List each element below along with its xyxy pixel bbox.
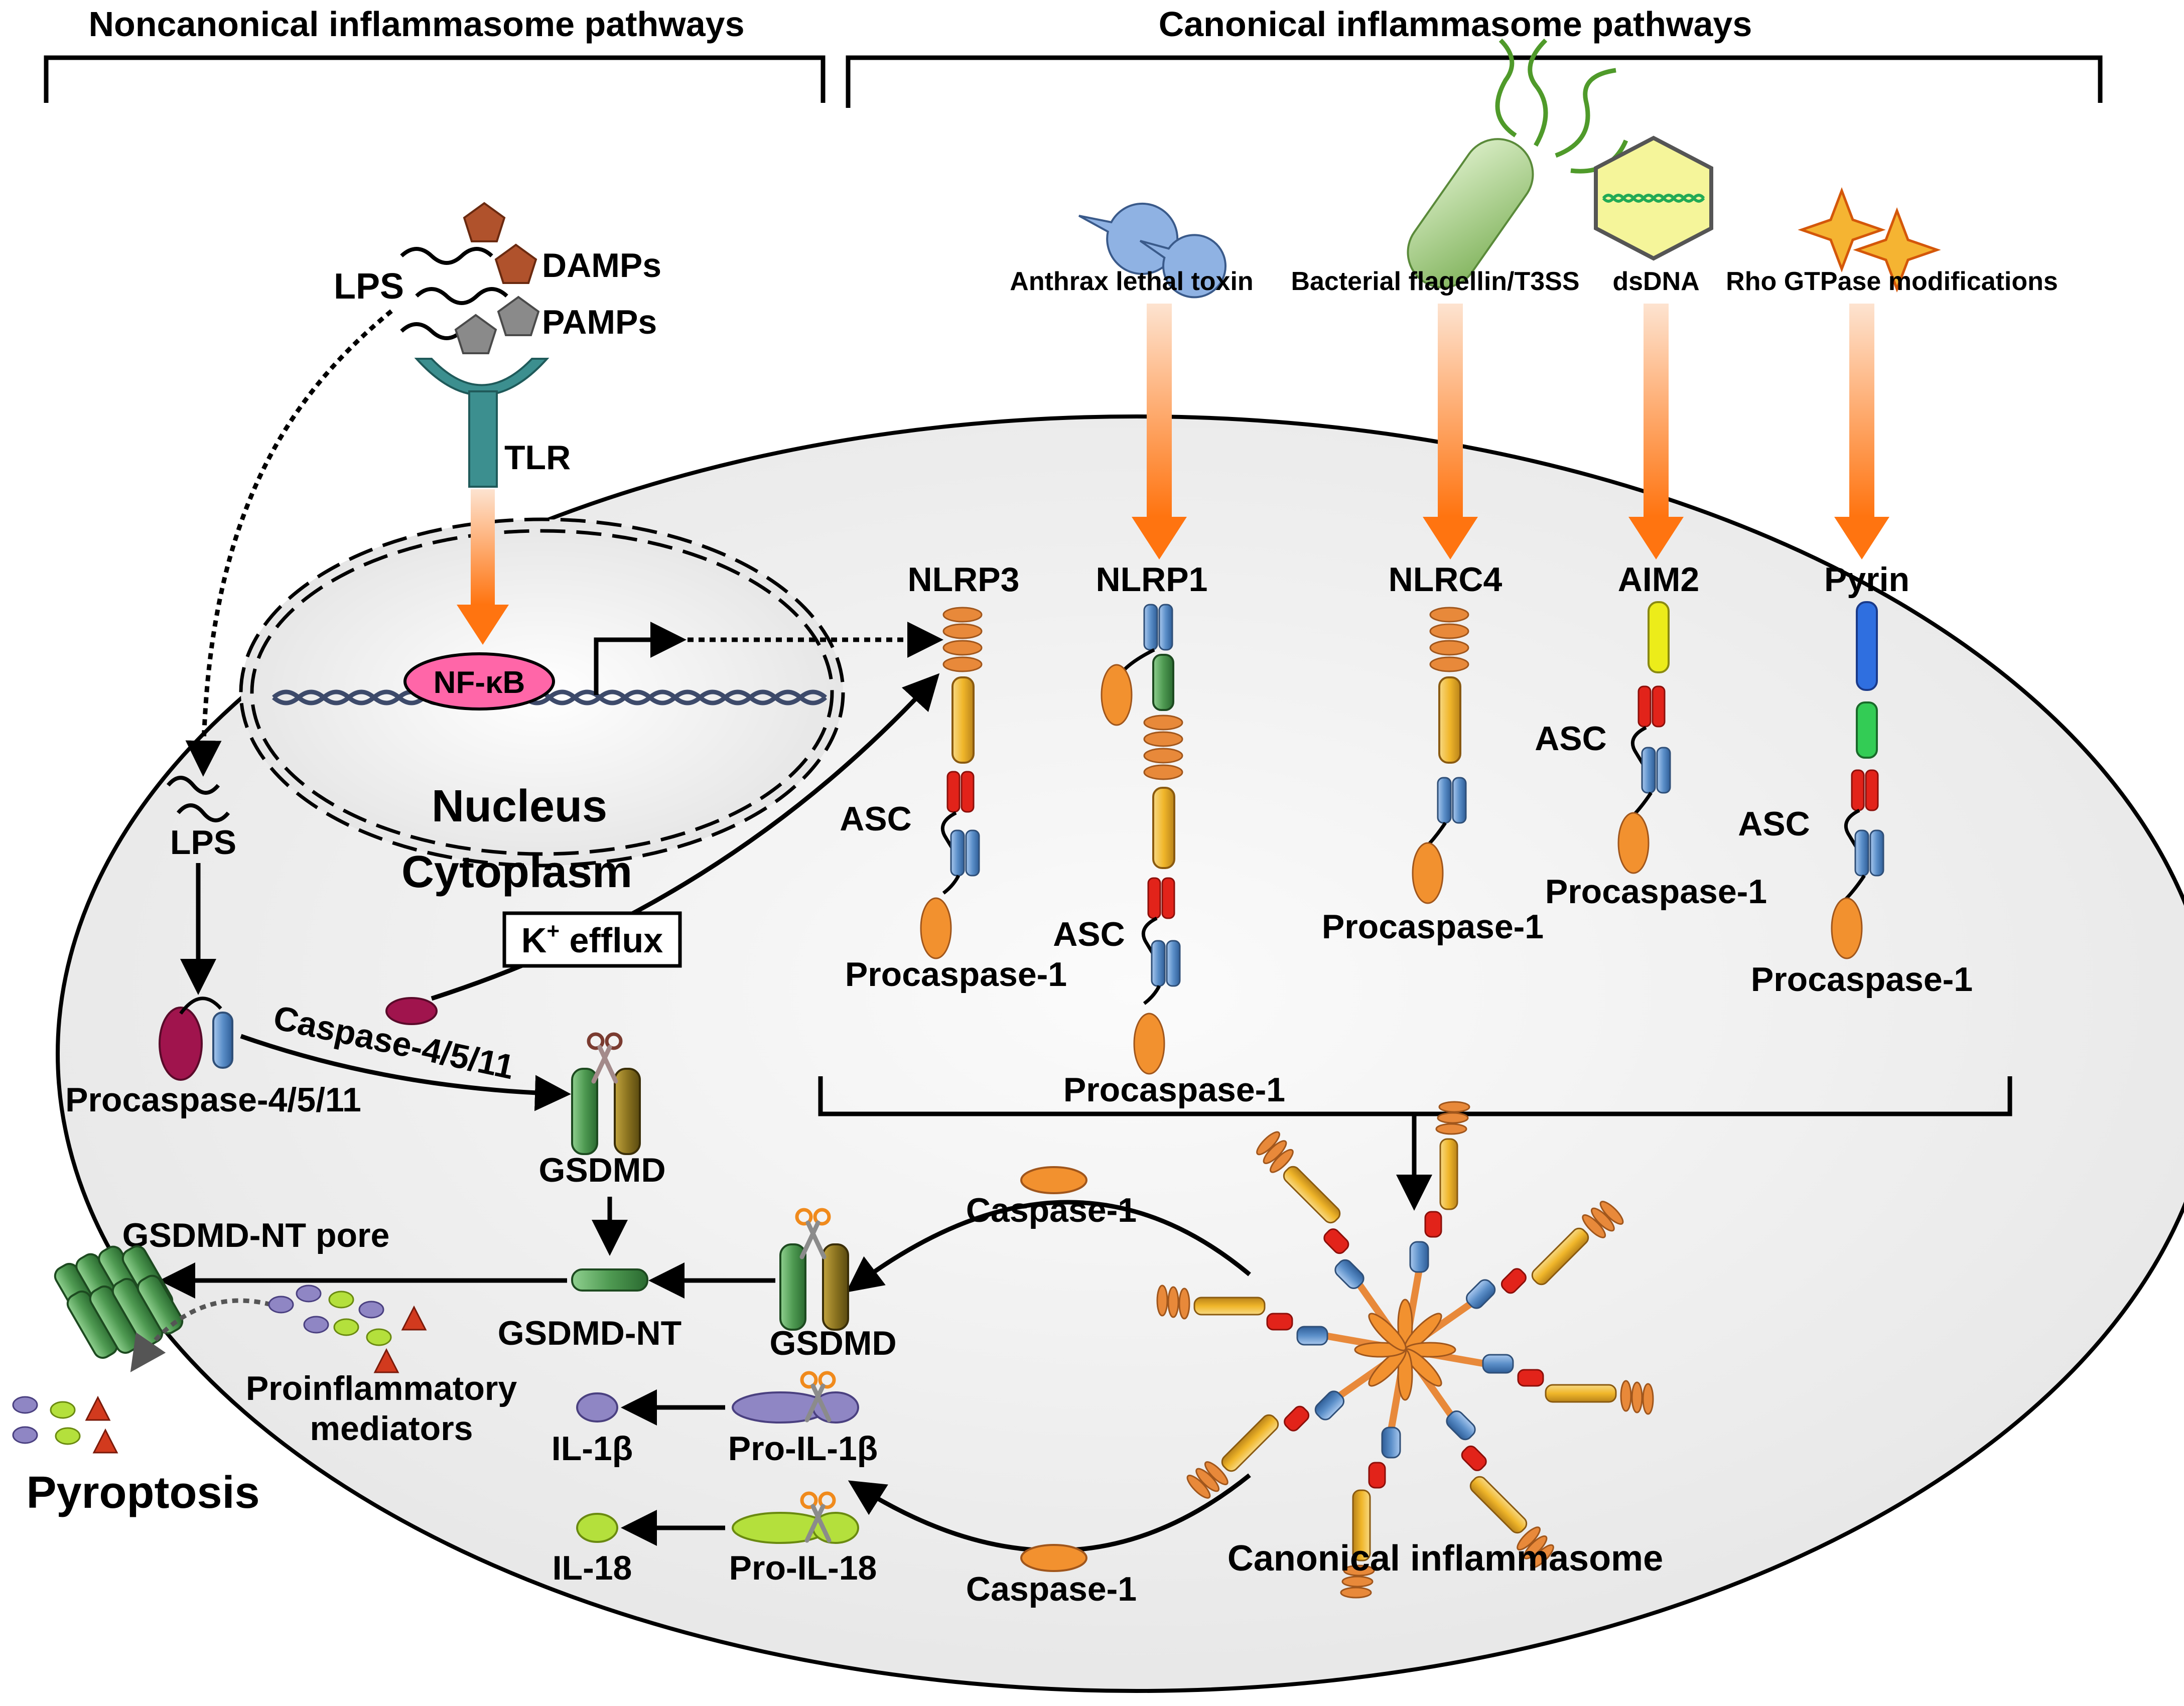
il18-label: IL-18 [553, 1549, 632, 1587]
pamp-pentagon-2 [454, 314, 497, 354]
canonical-header: Canonical inflammasome pathways [1159, 5, 1752, 44]
aim2-label: AIM2 [1618, 560, 1699, 599]
damp-pentagon-1 [463, 202, 506, 242]
tlr-receptor [414, 358, 550, 488]
pro-il1b [732, 1373, 859, 1424]
proinflammatory-label-1: Proinflammatory [246, 1369, 517, 1407]
pyrin-complex [1831, 601, 1884, 959]
pamp-pentagon-1 [497, 296, 540, 336]
nlrp3-label: NLRP3 [908, 560, 1020, 599]
aim2-procaspase1-label: Procaspase-1 [1545, 873, 1767, 911]
nlrp1-procaspase1-label: Procaspase-1 [1063, 1071, 1285, 1109]
nucleus: NF-κB Nucleus [239, 517, 845, 868]
caspase4511-to-gsdmd-arrow [240, 1034, 571, 1111]
procaspase-4511-label: Procaspase-4/5/11 [65, 1081, 361, 1119]
nlrp3-asc-label: ASC [840, 800, 912, 838]
nucleus-label: Nucleus [432, 781, 607, 831]
gsdmd-canonical-label: GSDMD [769, 1324, 896, 1362]
anthrax-toxin-2 [1139, 234, 1226, 299]
cytoplasm-label: Cytoplasm [401, 847, 632, 897]
nlrp1-complex [1101, 604, 1183, 1075]
nfkb-oval [403, 652, 555, 710]
gsdmd-noncanonical-label: GSDMD [538, 1151, 665, 1189]
k-efflux-label: K+ efflux [521, 919, 663, 960]
k-efflux-box [502, 911, 682, 968]
aim2-complex [1617, 601, 1671, 874]
nlrp1-asc-label: ASC [1053, 915, 1125, 953]
damp-pentagon-2 [494, 243, 537, 284]
gsdmd-nt-pore-label: GSDMD-NT pore [122, 1216, 390, 1254]
rho-label: Rho GTPase modifications [1726, 267, 2058, 296]
rho-star-2 [1853, 207, 1941, 293]
transcription-arrow [594, 622, 687, 695]
mediator-release-dotted-arrow [130, 1298, 272, 1372]
inflammasome-to-gsdmd-arrow [846, 1200, 1251, 1293]
tlr-to-nfkb-arrow [457, 489, 509, 645]
canonical-inflammasome-label: Canonical inflammasome [1227, 1538, 1663, 1579]
canonical-inflammasome [1157, 1101, 1653, 1598]
canonical-bracket [846, 55, 2103, 108]
pyrin-asc-label: ASC [1738, 805, 1810, 843]
gsdmd-canonical [779, 1210, 849, 1331]
caspase-4511-active [385, 997, 438, 1025]
bacterium [1407, 38, 1628, 289]
pyrin-label: Pyrin [1824, 560, 1909, 599]
gsdmd-nt-pore [54, 1245, 184, 1359]
lps-label: LPS [334, 266, 404, 307]
nlrp1-label: NLRP1 [1096, 560, 1208, 599]
pyroptosis-label: Pyroptosis [26, 1468, 259, 1518]
gsdmd-nt-label: GSDMD-NT [498, 1314, 681, 1352]
aim2-asc-label: ASC [1535, 720, 1607, 758]
noncanonical-header: Noncanonical inflammasome pathways [88, 5, 744, 44]
nlrp3-complex [920, 607, 983, 959]
nlrc4-complex [1412, 607, 1469, 904]
pro-il18 [732, 1493, 859, 1544]
anthrax-label: Anthrax lethal toxin [1010, 267, 1253, 296]
nfkb-label: NF-κB [434, 665, 525, 700]
caspase1-bottom [1020, 1544, 1087, 1572]
dsdna-label: dsDNA [1612, 267, 1699, 296]
gsdmd-nt-fragment [571, 1268, 648, 1292]
pro-il1b-label: Pro-IL-1β [728, 1430, 878, 1468]
lps-intracellular-label: LPS [170, 823, 236, 862]
stimulus-arrows [1132, 304, 1889, 559]
dna-helix [272, 689, 827, 705]
pro-il18-label: Pro-IL-18 [729, 1549, 877, 1587]
procaspase-4511 [159, 997, 233, 1081]
nlrp3-procaspase1-label: Procaspase-1 [845, 955, 1067, 993]
rho-star-1 [1798, 187, 1886, 273]
lps-squiggles [400, 247, 508, 340]
caspase1-top-label: Caspase-1 [966, 1191, 1137, 1229]
proinflammatory-label-2: mediators [310, 1409, 473, 1448]
pyrin-procaspase1-label: Procaspase-1 [1751, 960, 1973, 999]
il18 [576, 1513, 618, 1543]
lps-intracellular [166, 776, 230, 822]
il1b [576, 1392, 618, 1423]
flagellin-label: Bacterial flagellin/T3SS [1291, 267, 1579, 296]
noncanonical-bracket [44, 55, 826, 103]
gsdmd-noncanonical [571, 1034, 641, 1155]
tlr-label: TLR [504, 439, 571, 477]
il1b-label: IL-1β [552, 1430, 633, 1468]
proinflammatory-mediators-inside [268, 1285, 427, 1373]
lps-entry-dotted-arrow [185, 309, 393, 777]
caspase1-bottom-label: Caspase-1 [966, 1570, 1137, 1608]
damps-label: DAMPs [542, 246, 661, 285]
dsdna-virus [1594, 135, 1713, 261]
released-mediators [12, 1395, 118, 1454]
nlrc4-label: NLRC4 [1389, 560, 1503, 599]
nlrc4-procaspase1-label: Procaspase-1 [1322, 908, 1544, 946]
caspase1-top [1020, 1166, 1087, 1194]
pamps-label: PAMPs [542, 303, 657, 341]
